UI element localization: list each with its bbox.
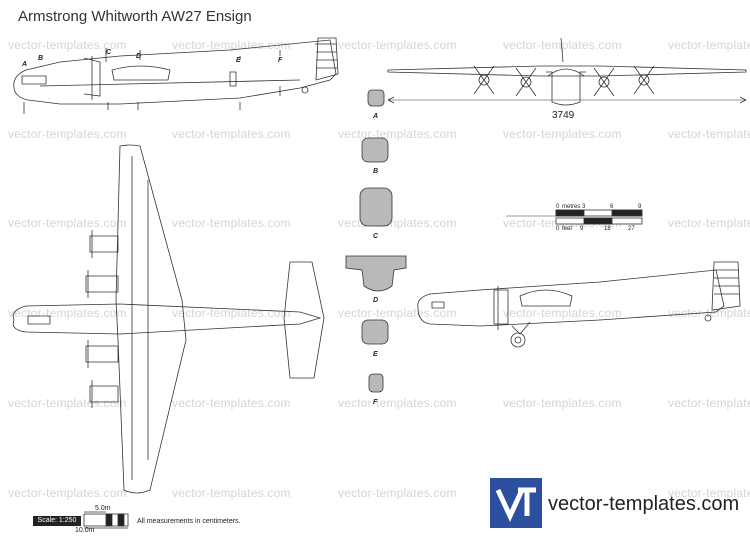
vt-logo-icon — [490, 478, 542, 528]
station-label: E — [236, 57, 241, 64]
watermark-text: vector-templates.com — [172, 38, 291, 52]
watermark-text: vector-templates.com — [172, 127, 291, 141]
scale-bar-5m-label: 5.0m — [95, 505, 111, 512]
scale-tick: 9 — [580, 226, 584, 232]
watermark-text: vector-templates.com — [338, 38, 457, 52]
watermark-text: vector-templates.com — [668, 216, 750, 230]
section-label: E — [373, 351, 378, 358]
watermark-text: vector-templates.com — [8, 216, 127, 230]
station-label: D — [136, 53, 141, 60]
page-title: Armstrong Whitworth AW27 Ensign — [18, 8, 252, 25]
watermark-text: vector-templates.com — [503, 127, 622, 141]
scale-bar-10m-label: 10.0m — [75, 527, 95, 534]
scale-unit: feet — [562, 226, 572, 232]
watermark-text: vector-templates.com — [8, 127, 127, 141]
station-label: F — [278, 57, 283, 64]
scale-tick: 0 — [556, 204, 560, 210]
section-label: A — [372, 113, 378, 120]
scale-label: Scale: 1:250 — [33, 516, 81, 526]
scale-bar-bottom — [83, 511, 129, 529]
cross-sections — [345, 89, 407, 393]
watermark-text: vector-templates.com — [668, 38, 750, 52]
side-view-top-left — [13, 37, 339, 114]
watermark-text: vector-templates.com — [668, 396, 750, 410]
scale-tick: 9 — [638, 204, 642, 210]
station-label: C — [106, 49, 112, 56]
watermark-text: vector-templates.com — [668, 127, 750, 141]
watermark-text: vector-templates.com — [503, 306, 622, 320]
watermark-text: vector-templates.com — [668, 486, 750, 500]
watermark-text: vector-templates.com — [8, 38, 127, 52]
top-view — [12, 144, 325, 494]
front-view — [387, 37, 747, 106]
vt-logo-mark — [495, 487, 536, 522]
watermark-text: vector-templates.com — [338, 306, 457, 320]
scale-unit: metres — [562, 204, 580, 210]
scale-bar-metric — [506, 209, 643, 225]
scale-tick: 3 — [582, 204, 586, 210]
section-label: C — [373, 233, 379, 240]
section-label: D — [373, 297, 378, 304]
watermark-text: vector-templates.com — [503, 396, 622, 410]
watermark-text: vector-templates.com — [172, 306, 291, 320]
section-labels: A B C D E F — [372, 113, 379, 406]
watermark-text: vector-templates.com — [668, 306, 750, 320]
side-view-right — [417, 261, 741, 348]
scale-tick: 0 — [556, 226, 560, 232]
measurement-note: All measurements in centimeters. — [137, 518, 241, 525]
logo-text: vector-templates.com — [548, 493, 740, 515]
watermark-text: vector-templates.com — [8, 396, 127, 410]
watermark-text: vector-templates.com — [8, 486, 127, 500]
watermark-text: vector-templates.com — [503, 38, 622, 52]
watermark-text: vector-templates.com — [172, 486, 291, 500]
side-view-labels: A B C D E F — [21, 49, 283, 68]
watermark-text: vector-templates.com — [8, 306, 127, 320]
section-label: F — [373, 399, 378, 406]
scale-tick: 27 — [628, 226, 635, 232]
watermark-text: vector-templates.com — [172, 216, 291, 230]
watermark-text: vector-templates.com — [338, 396, 457, 410]
scale-tick: 18 — [604, 226, 611, 232]
wingspan-dimension: 3749 — [552, 110, 575, 121]
watermark-text: vector-templates.com — [338, 486, 457, 500]
station-label: A — [21, 61, 27, 68]
station-label: B — [38, 55, 43, 62]
section-label: B — [373, 168, 378, 175]
watermark-text: vector-templates.com — [172, 396, 291, 410]
watermark-text: vector-templates.com — [338, 127, 457, 141]
scale-tick: 6 — [610, 204, 614, 210]
scale-bar-text: 0 metres 3 6 9 0 feet 9 18 27 — [556, 204, 642, 232]
